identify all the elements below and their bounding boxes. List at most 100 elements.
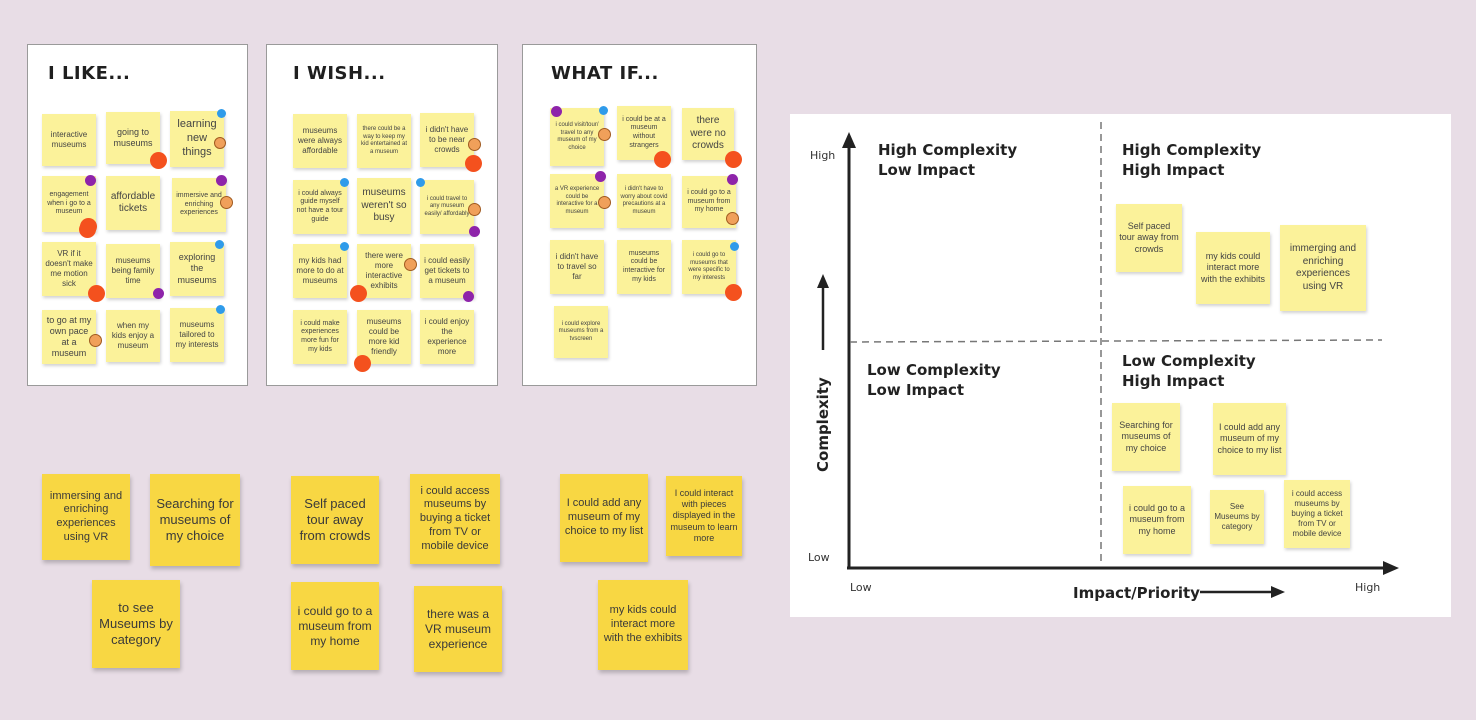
vote-dot [80, 218, 97, 235]
vote-dot [465, 155, 482, 172]
x-axis-high-label: High [1355, 581, 1381, 594]
vote-dot [599, 106, 608, 115]
cluster-note[interactable]: there was a VR museum experience [414, 586, 502, 672]
quadrant-label-high-high: High Complexity High Impact [1122, 140, 1261, 180]
matrix-note[interactable]: Searching for museums of my choice [1112, 403, 1180, 471]
vote-dot [150, 152, 167, 169]
board-title: I LIKE... [48, 63, 131, 84]
sticky-note[interactable]: i didn't have to travel so far [550, 240, 604, 294]
sticky-note[interactable]: museums weren't so busy [357, 178, 411, 234]
cluster-note[interactable]: my kids could interact more with the exh… [598, 580, 688, 670]
cluster-note[interactable]: Searching for museums of my choice [150, 474, 240, 566]
quadrant-label-low-high: Low Complexity High Impact [1122, 351, 1256, 391]
sticky-note[interactable]: museums were always affordable [293, 114, 347, 168]
vote-dot [89, 334, 102, 347]
matrix-note[interactable]: immerging and enriching experiences usin… [1280, 225, 1366, 311]
sticky-note[interactable]: i didn't have to be near crowds [420, 113, 474, 167]
vote-dot [354, 355, 371, 372]
sticky-note[interactable]: my kids had more to do at museums [293, 244, 347, 298]
sticky-note[interactable]: to go at my own pace at a museum [42, 310, 96, 364]
sticky-note[interactable]: there were no crowds [682, 108, 734, 160]
vote-dot [598, 196, 611, 209]
cluster-note[interactable]: I could add any museum of my choice to m… [560, 474, 648, 562]
sticky-note[interactable]: i could go to museums that were specific… [682, 240, 736, 294]
vote-dot [725, 151, 742, 168]
quadrant-line: High Complexity [878, 141, 1018, 159]
y-axis-high-label: High [810, 149, 836, 162]
board-title: I WISH... [293, 63, 386, 84]
sticky-note[interactable]: interactive museums [42, 114, 96, 166]
quadrant-line: Low Impact [867, 381, 965, 399]
vote-dot [469, 226, 480, 237]
sticky-note[interactable]: affordable tickets [106, 176, 160, 230]
matrix-note[interactable]: Self paced tour away from crowds [1116, 204, 1182, 272]
sticky-note[interactable]: museums being family time [106, 244, 160, 298]
y-axis-low-label: Low [808, 551, 830, 564]
sticky-note[interactable]: i didn't have to worry about covid preca… [617, 174, 671, 228]
y-axis-title: Complexity [814, 377, 832, 472]
quadrant-label-high-low: High Complexity Low Impact [878, 140, 1017, 180]
sticky-note[interactable]: museums could be interactive for my kids [617, 240, 671, 294]
vote-dot [468, 203, 481, 216]
vote-dot [551, 106, 562, 117]
vote-dot [416, 178, 425, 187]
sticky-note[interactable]: VR if it doesn't make me motion sick [42, 242, 96, 296]
sticky-note[interactable]: immersive and enriching experiences [172, 178, 226, 232]
matrix-note[interactable]: my kids could interact more with the exh… [1196, 232, 1270, 304]
sticky-note[interactable]: museums tailored to my interests [170, 308, 224, 362]
sticky-note[interactable]: i could enjoy the experience more [420, 310, 474, 364]
vote-dot [598, 128, 611, 141]
matrix-note[interactable]: i could go to a museum from my home [1123, 486, 1191, 554]
priority-matrix: High Complexity Low Impact High Complexi… [790, 114, 1451, 617]
vote-dot [217, 109, 226, 118]
vote-dot [726, 212, 739, 225]
cluster-note[interactable]: i could go to a museum from my home [291, 582, 379, 670]
cluster-note[interactable]: i could access museums by buying a ticke… [410, 474, 500, 564]
quadrant-line: High Impact [1122, 161, 1225, 179]
vote-dot [404, 258, 417, 271]
cluster-note[interactable]: immersing and enriching experiences usin… [42, 474, 130, 560]
matrix-note[interactable]: i could access museums by buying a ticke… [1284, 480, 1350, 548]
vote-dot [85, 175, 96, 186]
quadrant-line: High Impact [1122, 372, 1225, 390]
vote-dot [654, 151, 671, 168]
vote-dot [220, 196, 233, 209]
quadrant-line: Low Complexity [867, 361, 1001, 379]
sticky-note[interactable]: there were more interactive exhibits [357, 244, 411, 298]
matrix-note[interactable]: See Museums by category [1210, 490, 1264, 544]
sticky-note[interactable]: i could easily get tickets to a museum [420, 244, 474, 298]
cluster-note[interactable]: I could interact with pieces displayed i… [666, 476, 742, 556]
vote-dot [725, 284, 742, 301]
sticky-note[interactable]: i could make experiences more fun for my… [293, 310, 347, 364]
vote-dot [727, 174, 738, 185]
vote-dot [730, 242, 739, 251]
vote-dot [216, 305, 225, 314]
sticky-note[interactable]: i could travel to any museum easily/ aff… [420, 180, 474, 234]
sticky-note[interactable]: when my kids enjoy a museum [106, 310, 160, 362]
x-axis-low-label: Low [850, 581, 872, 594]
vote-dot [595, 171, 606, 182]
board-title: WHAT IF... [551, 63, 659, 84]
cluster-note[interactable]: Self paced tour away from crowds [291, 476, 379, 564]
vote-dot [468, 138, 481, 151]
vote-dot [88, 285, 105, 302]
cluster-note[interactable]: to see Museums by category [92, 580, 180, 668]
sticky-note[interactable]: i could visit/tour/ travel to any museum… [550, 108, 604, 166]
quadrant-line: High Complexity [1122, 141, 1262, 159]
vote-dot [340, 178, 349, 187]
vote-dot [215, 240, 224, 249]
vote-dot [340, 242, 349, 251]
quadrant-label-low-low: Low Complexity Low Impact [867, 360, 1001, 400]
vote-dot [350, 285, 367, 302]
matrix-note[interactable]: I could add any museum of my choice to m… [1213, 403, 1286, 475]
sticky-note[interactable]: there could be a way to keep my kid ente… [357, 114, 411, 168]
sticky-note[interactable]: i could explore museums from a tvscreen [554, 306, 608, 358]
vote-dot [214, 137, 226, 149]
vote-dot [216, 175, 227, 186]
quadrant-line: Low Complexity [1122, 352, 1256, 370]
sticky-note[interactable]: a VR experience could be interactive for… [550, 174, 604, 228]
vote-dot [463, 291, 474, 302]
quadrant-line: Low Impact [878, 161, 976, 179]
sticky-note[interactable]: exploring the museums [170, 242, 224, 296]
sticky-note[interactable]: i could always guide myself not have a t… [293, 180, 347, 234]
